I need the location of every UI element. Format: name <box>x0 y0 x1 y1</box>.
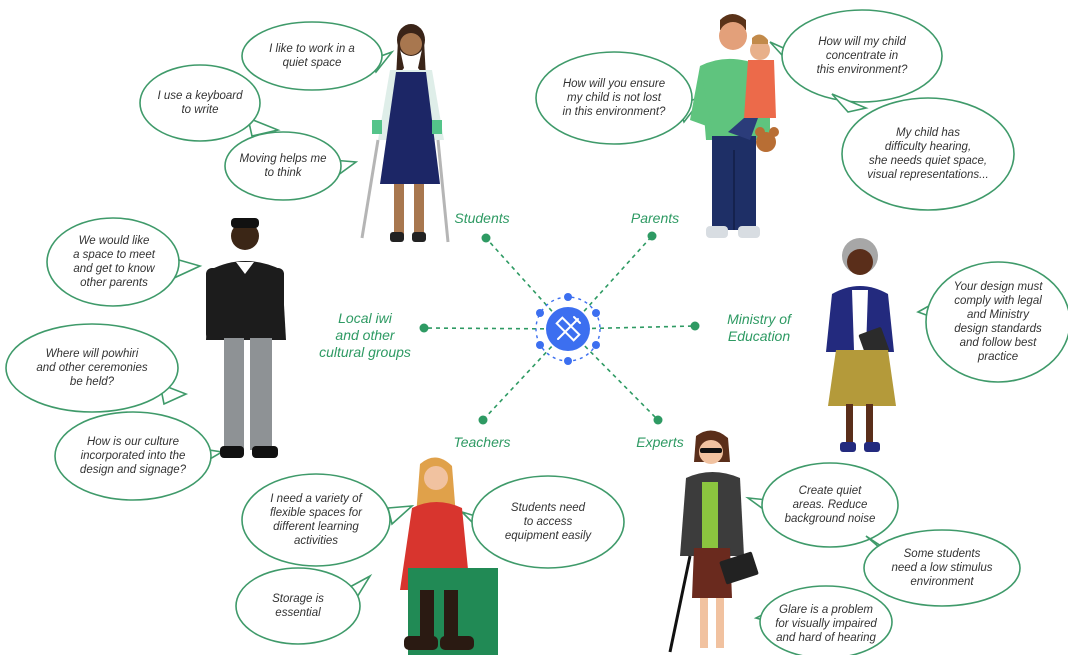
hub <box>535 293 601 365</box>
connector-parents <box>567 235 653 330</box>
dot-students <box>481 233 491 243</box>
bubble-parent-lost <box>535 51 707 145</box>
bubble-text-teacher-storage: Storage is essential <box>272 593 324 619</box>
dot-experts <box>653 415 663 425</box>
bubble-ministry-comply <box>916 261 1068 383</box>
bubble-parent-hearing <box>831 93 1015 211</box>
bubble-iwi-culture <box>54 411 225 501</box>
bubble-text-parent-hearing: My child has difficulty hearing, she nee… <box>867 127 989 181</box>
pencil-ruler-icon <box>555 316 581 342</box>
label-local-iwi: Local iwi and other cultural groups <box>319 310 411 360</box>
dot-local-iwi <box>419 323 429 333</box>
connector-local-iwi <box>423 327 569 330</box>
bubble-text-student-keyboard: I use a keyboard to write <box>157 90 243 116</box>
connector-experts <box>567 328 659 421</box>
bubble-student-keyboard <box>139 64 281 142</box>
connector-dots <box>419 231 700 425</box>
bubble-text-expert-stimulus: Some students need a low stimulus enviro… <box>891 548 993 588</box>
dot-teachers <box>478 415 488 425</box>
bubble-expert-glare <box>753 585 893 655</box>
label-ministry: Ministry of Education <box>727 311 791 344</box>
bubble-text-parent-concentrate: How will my child concentrate in this en… <box>816 36 908 76</box>
bubble-teacher-equipment <box>461 475 625 569</box>
iwi-illustration <box>206 218 286 458</box>
bubble-text-iwi-culture: How is our culture incorporated into the… <box>79 436 187 476</box>
bubble-student-moving <box>224 131 359 201</box>
bubble-text-expert-quiet: Create quiet areas. Reduce background no… <box>784 485 876 525</box>
teacher-illustration <box>400 457 498 655</box>
bubble-parent-concentrate <box>769 9 943 103</box>
label-experts: Experts <box>636 434 684 450</box>
ministry-illustration <box>826 238 896 452</box>
dot-parents <box>647 231 657 241</box>
bubble-expert-quiet <box>745 462 899 548</box>
parent-illustration <box>690 14 779 238</box>
speech-bubbles <box>5 9 1068 655</box>
bubble-expert-stimulus <box>863 529 1021 607</box>
expert-illustration <box>668 430 759 653</box>
bubble-text-ministry-comply: Your design must comply with legal and M… <box>953 281 1043 363</box>
bubble-text-iwi-meet: We would like a space to meet and get to… <box>73 235 155 289</box>
bubble-teacher-storage <box>235 567 373 645</box>
bubble-teacher-variety <box>241 473 415 567</box>
label-parents: Parents <box>630 210 680 226</box>
bubble-text-parent-lost: How will you ensure my child is not lost… <box>562 78 666 118</box>
student-illustration <box>360 24 450 243</box>
bubble-text-student-quiet: I like to work in a quiet space <box>269 43 355 69</box>
bubble-iwi-meet <box>46 217 203 307</box>
bubble-text-teacher-variety: I need a variety of flexible spaces for … <box>269 493 363 547</box>
connector-ministry <box>567 325 696 330</box>
bubble-iwi-powhiri <box>5 323 189 413</box>
label-teachers: Teachers <box>453 434 511 450</box>
dot-ministry <box>690 321 700 331</box>
bubble-text-iwi-powhiri: Where will powhiri and other ceremonies … <box>36 348 148 388</box>
bubble-text-student-moving: Moving helps me to think <box>239 153 327 179</box>
connectors <box>423 235 696 421</box>
bubble-text-teacher-equipment: Students need to access equipment easily <box>504 502 592 542</box>
bubble-text-expert-glare: Glare is a problem for visually impaired… <box>775 604 877 644</box>
label-students: Students <box>454 210 510 226</box>
bubble-student-quiet <box>241 21 395 91</box>
